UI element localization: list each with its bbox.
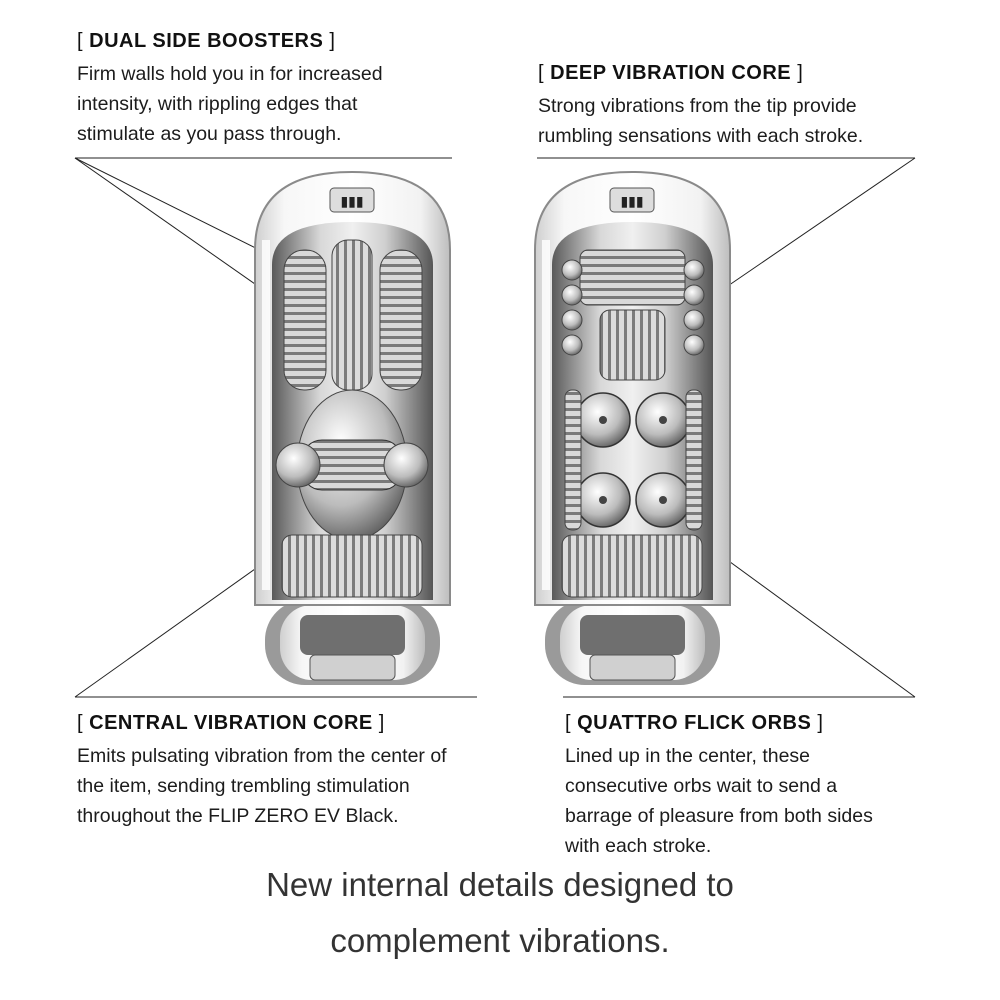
right-product-cutaway: ▮▮▮	[534, 170, 731, 685]
description-line: consecutive orbs wait to send a	[565, 775, 838, 797]
heading-text: DEEP VIBRATION CORE	[550, 62, 792, 84]
callout-lines	[74, 157, 916, 698]
svg-text:▮▮▮: ▮▮▮	[620, 194, 643, 210]
heading-text: QUATTRO FLICK ORBS	[577, 712, 812, 734]
quattro-flick-orbs-heading: [ QUATTRO FLICK ORBS ]	[565, 712, 873, 735]
central-vibration-core-heading: [ CENTRAL VIBRATION CORE ]	[77, 712, 447, 735]
open-bracket: [	[538, 62, 545, 84]
close-bracket: ]	[329, 30, 336, 52]
description-line: rumbling sensations with each stroke.	[538, 125, 864, 147]
footer-line-1: New internal details designed to	[266, 866, 734, 903]
heading-text: DUAL SIDE BOOSTERS	[89, 30, 324, 52]
description-line: with each stroke.	[565, 835, 712, 857]
quattro-flick-orbs-callout: [ QUATTRO FLICK ORBS ] Lined up in the c…	[565, 712, 873, 861]
dual-side-boosters-heading: [ DUAL SIDE BOOSTERS ]	[77, 30, 383, 53]
footer-line-2: complement vibrations.	[330, 922, 670, 959]
description-line: the item, sending trembling stimulation	[77, 775, 410, 797]
open-bracket: [	[77, 30, 84, 52]
description-line: Strong vibrations from the tip provide	[538, 95, 857, 117]
svg-text:▮▮▮: ▮▮▮	[340, 194, 363, 210]
description-line: stimulate as you pass through.	[77, 123, 342, 145]
description-line: Firm walls hold you in for increased	[77, 63, 383, 85]
description-line: intensity, with rippling edges that	[77, 93, 358, 115]
open-bracket: [	[77, 712, 84, 734]
close-bracket: ]	[817, 712, 824, 734]
open-bracket: [	[565, 712, 572, 734]
description-line: barrage of pleasure from both sides	[565, 805, 873, 827]
deep-vibration-core-description: Strong vibrations from the tip provide r…	[538, 91, 863, 151]
description-line: Lined up in the center, these	[565, 745, 811, 767]
deep-vibration-core-heading: [ DEEP VIBRATION CORE ]	[538, 62, 863, 85]
central-vibration-core-callout: [ CENTRAL VIBRATION CORE ] Emits pulsati…	[77, 712, 447, 831]
dual-side-boosters-callout: [ DUAL SIDE BOOSTERS ] Firm walls hold y…	[77, 30, 383, 149]
close-bracket: ]	[378, 712, 385, 734]
quattro-flick-orbs-description: Lined up in the center, these consecutiv…	[565, 741, 873, 861]
heading-text: CENTRAL VIBRATION CORE	[89, 712, 373, 734]
central-vibration-core-description: Emits pulsating vibration from the cente…	[77, 741, 447, 831]
close-bracket: ]	[797, 62, 804, 84]
description-line: throughout the FLIP ZERO EV Black.	[77, 805, 399, 827]
description-line: Emits pulsating vibration from the cente…	[77, 745, 447, 767]
deep-vibration-core-callout: [ DEEP VIBRATION CORE ] Strong vibration…	[538, 62, 863, 151]
dual-side-boosters-description: Firm walls hold you in for increased int…	[77, 59, 383, 149]
left-product-cutaway: ▮▮▮	[254, 170, 451, 685]
